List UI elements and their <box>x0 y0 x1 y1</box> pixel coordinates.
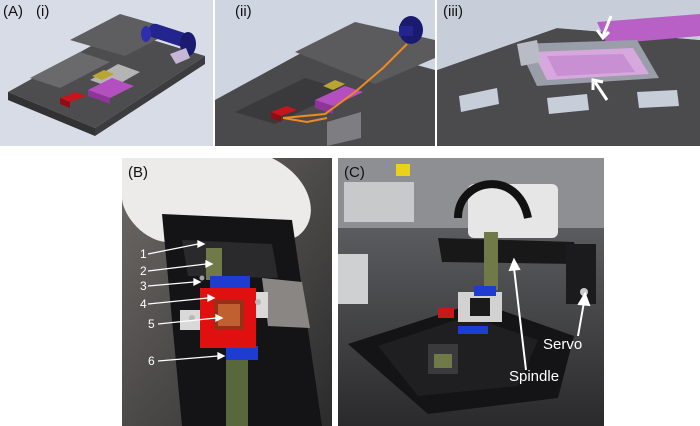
frame-opening <box>262 278 310 328</box>
chamber-window <box>470 298 490 316</box>
base-plate-front <box>95 56 205 136</box>
chamber-magenta-back <box>597 14 700 44</box>
panel-a-sub-label-iii: (iii) <box>443 3 463 20</box>
blue-clamp <box>474 286 496 296</box>
photo-c <box>338 158 604 426</box>
panel-a-ii: (ii) <box>215 0 435 146</box>
chamber-side <box>88 90 110 104</box>
chamber-magenta <box>88 78 134 98</box>
label-3: 3 <box>140 279 147 293</box>
panel-c-label: (C) <box>344 164 365 181</box>
panel-b-label: (B) <box>128 164 148 181</box>
pointer-lines <box>147 239 226 362</box>
red-block-side <box>271 112 281 122</box>
gantry <box>438 238 578 264</box>
side-object <box>338 254 368 304</box>
arrow-icon <box>508 257 527 371</box>
arrow-icon <box>577 291 591 337</box>
label-4: 4 <box>140 297 147 311</box>
servo-housing <box>566 244 596 304</box>
panel-a-i: (A) (i) <box>0 0 213 146</box>
red-block-side <box>60 98 70 108</box>
cutout-left <box>459 88 499 112</box>
cad-assembly-i <box>8 14 205 136</box>
lower-strip <box>434 354 452 368</box>
instrument-left <box>344 182 414 222</box>
red-block <box>271 106 297 116</box>
slot-opening <box>90 64 140 88</box>
pink-part <box>170 48 190 64</box>
cutout-mid <box>547 94 589 114</box>
screw <box>255 299 261 305</box>
channel <box>235 78 345 124</box>
red-block <box>60 92 86 102</box>
fiber-path <box>282 43 408 119</box>
instrument-right <box>468 184 558 238</box>
chamber-magenta <box>315 86 363 106</box>
fiber-strip <box>484 232 498 290</box>
panel-a-iii: (iii) <box>437 0 700 146</box>
chamber-inner <box>547 54 635 76</box>
upper-block <box>295 22 435 84</box>
spindle-label: Spindle <box>509 368 560 385</box>
label-2: 2 <box>140 264 147 278</box>
blue-clamp-lower <box>458 326 488 334</box>
motor-icon <box>399 16 423 44</box>
strip-top <box>206 248 222 280</box>
arrow-icon <box>591 78 609 101</box>
gray-plate <box>327 112 361 146</box>
warning-label <box>396 164 410 176</box>
yellow-holder <box>323 80 345 90</box>
clamp <box>517 40 541 66</box>
yellow-holder <box>92 70 114 80</box>
base-plate-side <box>8 92 95 136</box>
cad-assembly-ii <box>215 16 435 146</box>
sample <box>218 304 240 326</box>
strip-bottom <box>226 354 248 426</box>
cutout-right <box>637 90 679 108</box>
photo-b <box>122 158 332 426</box>
panel-b-photo: (B) 1 2 3 4 5 6 <box>122 158 332 426</box>
cad-assembly-iii <box>437 0 700 146</box>
label-5: 5 <box>148 317 155 331</box>
background <box>437 0 700 70</box>
cable-loop <box>454 180 532 220</box>
upper-block <box>70 14 175 56</box>
red-piece <box>438 308 454 318</box>
panel-a-sub-label-ii: (ii) <box>235 3 252 20</box>
screw <box>189 315 195 321</box>
servo-label: Servo <box>543 336 583 353</box>
panel-a-sub-label-i: (i) <box>36 3 50 20</box>
panel-a-label: (A) <box>3 3 23 20</box>
blue-clamp-bottom <box>226 346 258 360</box>
panel-c-photo: (C) Spindle Servo <box>338 158 604 426</box>
frame-slot <box>182 240 278 278</box>
blue-clamp-top <box>210 276 250 288</box>
middle-ridge <box>30 52 110 88</box>
label-6: 6 <box>148 354 155 368</box>
screw <box>199 275 205 281</box>
label-1: 1 <box>140 247 147 261</box>
arrow-icon <box>595 15 613 41</box>
fiber-path-lower <box>282 117 328 124</box>
